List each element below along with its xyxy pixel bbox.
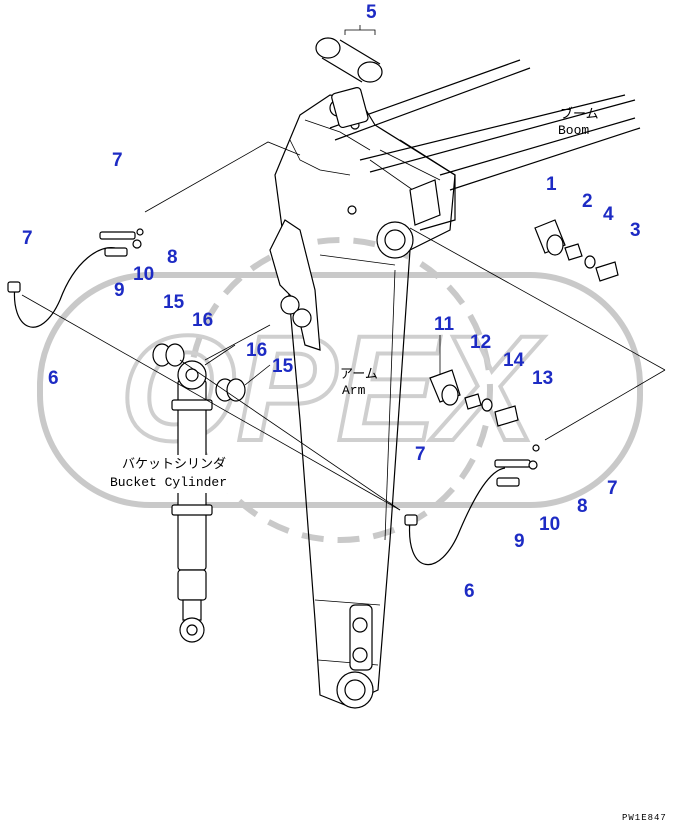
bucket-cylinder-label-en: Bucket Cylinder: [110, 475, 227, 490]
bucket-cylinder-label-bg: [110, 455, 240, 493]
pin-assembly-middle: [429, 369, 519, 427]
arm: [269, 87, 456, 709]
callout-9: 9: [514, 531, 525, 552]
arm-label-jp: アーム: [340, 366, 378, 381]
callout-16: 16: [246, 340, 267, 361]
callout-14: 14: [503, 350, 525, 371]
callout-7: 7: [415, 444, 426, 465]
arm-label-en: Arm: [342, 383, 366, 398]
boom-label-jp: ブーム: [560, 106, 599, 121]
callout-2: 2: [582, 191, 593, 212]
callout-7: 7: [607, 478, 618, 499]
callout-1: 1: [546, 174, 557, 195]
dowels: [315, 37, 383, 83]
callout-5: 5: [366, 2, 377, 23]
callout-4: 4: [603, 204, 614, 225]
boom: [329, 59, 641, 231]
callout-12: 12: [470, 332, 491, 353]
callout-11: 11: [434, 314, 455, 335]
drawing-code: PW1E847: [622, 813, 667, 823]
leader-lines: [21, 25, 666, 511]
boom-label-en: Boom: [558, 123, 589, 138]
watermark: OPEX: [37, 237, 643, 543]
callout-13: 13: [532, 368, 553, 389]
callout-7: 7: [22, 228, 33, 249]
bucket-cylinder: [171, 360, 213, 643]
callout-7: 7: [112, 150, 123, 171]
bucket-cylinder-label-jp: バケットシリンダ: [122, 456, 226, 471]
pin-assembly-top: [534, 219, 619, 282]
hoses: [7, 228, 540, 566]
callout-15: 15: [272, 356, 294, 377]
callout-6: 6: [48, 368, 59, 389]
callout-10: 10: [539, 514, 560, 535]
callout-6: 6: [464, 581, 475, 602]
callout-3: 3: [630, 220, 641, 241]
callout-16: 16: [192, 310, 213, 331]
callout-8: 8: [577, 496, 588, 517]
callout-8: 8: [167, 247, 178, 268]
callout-9: 9: [114, 280, 125, 301]
callout-10: 10: [133, 264, 154, 285]
callout-15: 15: [163, 292, 185, 313]
